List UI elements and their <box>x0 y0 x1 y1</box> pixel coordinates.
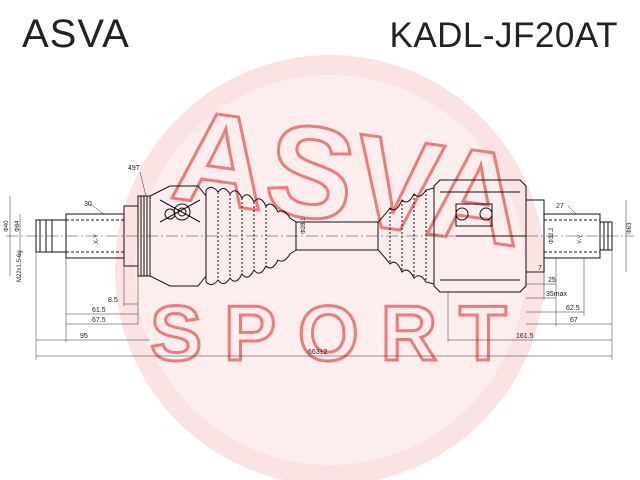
label-7: 7 <box>538 265 542 272</box>
inner-stub <box>543 213 613 259</box>
label-62-5: 62.5 <box>566 305 580 312</box>
watermark-logo: ASVA SPORT <box>115 55 545 480</box>
label-35max: 35max <box>546 291 568 298</box>
label-shaft-dia: Φ28.1 <box>301 217 307 234</box>
label-outer-section: X-Y <box>94 234 100 244</box>
outer-boot <box>205 186 297 286</box>
label-outer-seal: Φ84 <box>15 220 21 232</box>
brand-label: ASVA <box>22 12 130 56</box>
label-outer-thread: M22x1.5-6g <box>17 250 23 282</box>
label-25: 25 <box>548 277 556 284</box>
extension-lines <box>35 250 613 360</box>
label-inner-spline: 27 <box>556 203 564 210</box>
label-95: 95 <box>80 333 88 340</box>
dimension-lines <box>9 171 627 357</box>
label-67: 67 <box>570 317 578 324</box>
watermark-tagline: SPORT <box>150 289 529 377</box>
part-number: KADL-JF20AT <box>389 16 618 55</box>
shaft <box>295 221 379 251</box>
label-8-5: 8.5 <box>108 297 118 304</box>
label-67-5: 67.5 <box>92 317 106 324</box>
leader-abs <box>139 171 147 197</box>
leader-inner-spline <box>567 205 577 215</box>
leader-outer-spline <box>89 203 105 215</box>
outer-stub <box>35 195 151 277</box>
label-inner-section: Y-Y <box>578 235 584 244</box>
label-inner-body: Φ63 <box>627 222 633 234</box>
label-outer-body: Φ40 <box>4 220 10 232</box>
label-total: 663±2 <box>308 349 328 356</box>
watermark-inner-circle <box>135 75 525 465</box>
label-161-5: 161.5 <box>516 333 534 340</box>
dimension-labels: 30 49T 27 M22x1.5-6g Φ84 Φ40 Φ28.1 Φ32.2… <box>4 165 633 356</box>
label-outer-spline: 30 <box>84 201 92 208</box>
label-61-5: 61.5 <box>92 307 106 314</box>
label-inner-seal: Φ32.2 <box>549 227 555 244</box>
inner-boot <box>377 187 435 285</box>
label-abs-teeth: 49T <box>128 165 141 172</box>
